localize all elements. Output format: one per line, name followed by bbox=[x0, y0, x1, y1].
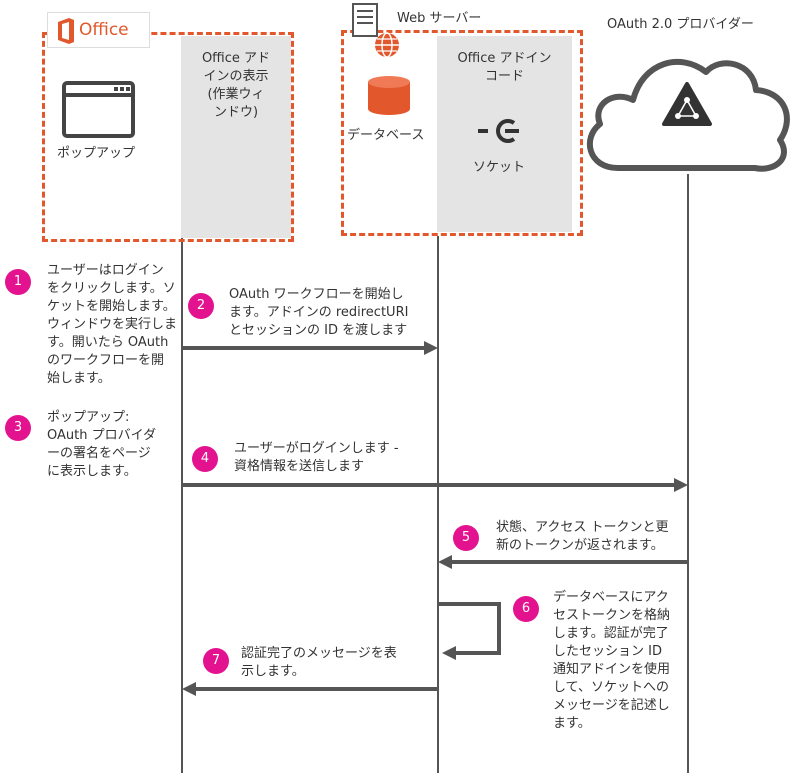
step-3-text: ポップアップ: OAuth プロバイダ ーの署名をページ に表示します。 bbox=[47, 410, 157, 479]
arrowhead-step-4 bbox=[674, 478, 688, 492]
step-6-badge: 6 bbox=[513, 596, 539, 622]
step-5-text: 状態、アクセス トークンと更 新のトークンが返されます。 bbox=[496, 520, 669, 553]
provider-label: OAuth 2.0 プロバイダー bbox=[607, 17, 754, 32]
webserver-lifeline bbox=[437, 236, 439, 773]
step-5-badge: 5 bbox=[453, 525, 479, 551]
addin-code-label: Office アドイン コード bbox=[457, 51, 552, 84]
arrowhead-step-7 bbox=[182, 682, 196, 696]
office-logo-icon bbox=[58, 18, 74, 44]
step-4-text: ユーザーがログインします - 資格情報を送信します bbox=[234, 441, 399, 474]
database-label: データベース bbox=[347, 128, 425, 143]
provider-lifeline bbox=[687, 174, 689, 773]
step-7-badge: 7 bbox=[203, 648, 229, 674]
office-logo-text: Office bbox=[79, 20, 129, 40]
step-1-text: ユーザーはログイン をクリックします。ソ ケットを開始します。 ウィンドウを実行… bbox=[47, 263, 178, 386]
office-client-box bbox=[42, 32, 294, 242]
arrowhead-step-6 bbox=[442, 646, 456, 660]
step-3-badge: 3 bbox=[5, 415, 31, 441]
task-pane bbox=[181, 36, 291, 238]
popup-label: ポップアップ bbox=[57, 146, 136, 161]
arrowhead-step-2 bbox=[424, 341, 438, 355]
web-server-label: Web サーバー bbox=[397, 11, 482, 26]
task-pane-label: Office アド インの表示 (作業ウィ ンドウ) bbox=[201, 51, 271, 120]
step-7-text: 認証完了のメッセージを表 示します。 bbox=[241, 646, 397, 679]
office-logo: Office bbox=[47, 12, 150, 48]
web-server-box bbox=[341, 30, 583, 236]
step-1-badge: 1 bbox=[5, 269, 31, 295]
office-lifeline bbox=[181, 236, 183, 773]
step-2-text: OAuth ワークフローを開始し ます。アドインの redirectURI とセ… bbox=[229, 287, 409, 338]
step-4-badge: 4 bbox=[192, 446, 218, 472]
step-2-badge: 2 bbox=[188, 293, 214, 319]
step-6-text: データベースにアク セストークンを格納 します。認証が完了 したセッション ID… bbox=[553, 590, 671, 731]
arrow-step-6 bbox=[438, 602, 501, 655]
socket-label: ソケット bbox=[473, 160, 526, 175]
arrowhead-step-5 bbox=[438, 555, 452, 569]
